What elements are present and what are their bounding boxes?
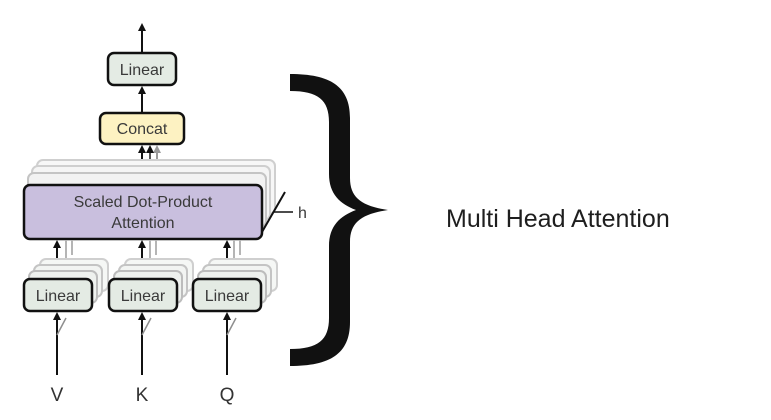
input-label-q: Q — [220, 385, 235, 406]
diagram-title: Multi Head Attention — [446, 205, 670, 233]
concat-box: Concat — [98, 111, 186, 146]
q-linear-label: Linear — [205, 288, 250, 305]
parallel-head-lines — [65, 240, 241, 260]
attention-label-line1: Scaled Dot-Product — [74, 194, 213, 211]
input-label-v: V — [51, 385, 64, 406]
curly-brace — [290, 74, 388, 366]
input-label-k: K — [136, 385, 149, 406]
k-linear-box: Linear — [107, 277, 179, 313]
v-linear-box: Linear — [22, 277, 94, 313]
top-linear-label: Linear — [120, 62, 165, 79]
top-linear-box: Linear — [106, 51, 178, 87]
attention-box: Scaled Dot-Product Attention — [22, 183, 264, 241]
attention-label-line2: Attention — [111, 215, 174, 232]
q-linear-box: Linear — [191, 277, 263, 313]
k-linear-label: Linear — [121, 288, 166, 305]
v-linear-label: Linear — [36, 288, 81, 305]
concat-label: Concat — [117, 121, 168, 138]
input-branch-ticks — [56, 317, 237, 336]
heads-label: h — [298, 205, 307, 222]
heads-bracket — [261, 191, 286, 233]
